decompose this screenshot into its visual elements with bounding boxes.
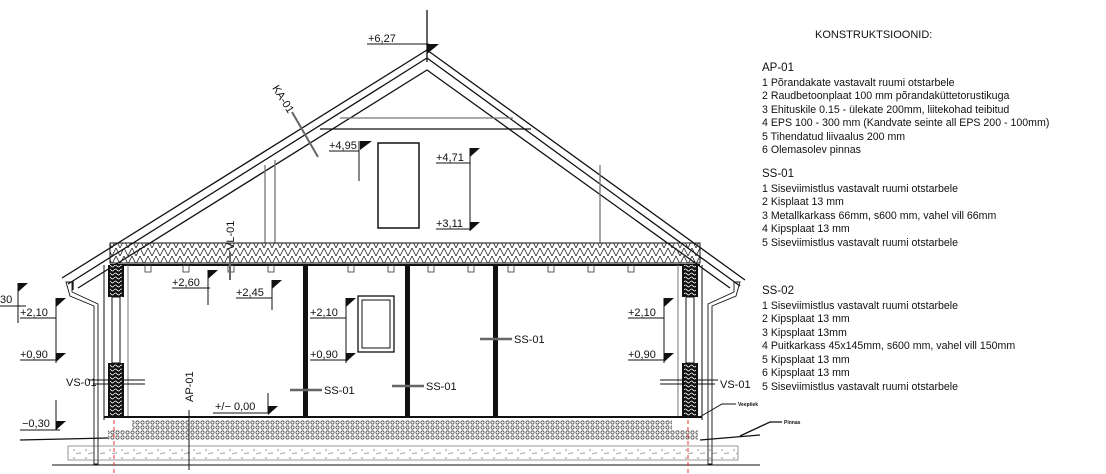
tag-roof: KA-01 [269,83,295,115]
legend-item: 5 Tihendatud liivaalus 200 mm [762,130,906,143]
gable-window [377,142,420,229]
legend-item: 2 Raudbetoonplaat 100 mm põrandaküttetor… [762,90,1010,102]
level-window-bottom-left: +0,90 [20,349,48,361]
tag-ext-wall-right: VS-01 [720,379,751,391]
tag-int-wall-3: SS-01 [514,334,545,346]
tag-leaders [88,111,782,470]
level-left-cut: 30 [0,294,12,306]
legend-item: 1 Siseviimistlus vastavalt ruumi otstarb… [762,182,959,195]
tag-ceiling: VL-01 [225,221,237,250]
legend-group-ap01: AP-01 1 Põrandakate vastavalt ruumi otst… [762,62,1049,158]
level-triangles [18,44,674,430]
tag-int-wall-1: SS-01 [324,385,355,397]
level-window-top-mid: +2,10 [310,307,338,319]
level-ceiling-left: +2,60 [172,277,200,289]
tag-drip: Veepiiek [738,402,758,408]
legend-item: 1 Põrandakate vastavalt ruumi otstarbele [762,76,955,89]
legend-item: 3 Metallkarkass 66mm, s600 mm, vahel vil… [762,209,997,222]
ceiling-insulation [109,242,701,264]
tag-ground: Pinnas [784,420,801,426]
roof [61,10,746,290]
level-gable-window-top: +4,71 [436,152,464,164]
legend-item: 3 Ehituskile 0.15 - ülekate 200mm, liite… [762,103,1010,116]
exterior-wall-left [65,265,129,465]
legend-item: 6 Olemasolev pinnas [762,144,861,156]
level-labels: +6,27 +4,95 +4,71 +3,11 +2,60 +2,45 30 +… [0,33,656,430]
level-window-top-left: +2,10 [20,307,48,319]
level-ridge: +6,27 [368,33,396,45]
legend-item: 2 Kipsplaat 13 mm [762,313,850,325]
floor-structure [19,416,761,474]
level-ground: −0,30 [22,418,50,430]
legend-item: 5 Siseviimistlus vastavalt ruumi otstarb… [762,236,959,249]
legend-item: 3 Kipsplaat 13mm [762,326,847,339]
legend-item: 4 Puitkarkass 45x145mm, s600 mm, vahel v… [762,340,1016,352]
legend-code: SS-02 [762,285,794,297]
legend-title: KONSTRUKTSIOONID: [815,29,933,41]
level-window-bottom-right: +0,90 [628,349,656,361]
tag-ext-wall-left: VS-01 [66,377,97,389]
legend-item: 5 Kipsplaat 13 mm [762,353,850,366]
interior-window [357,295,395,353]
level-attic-floor: +4,95 [329,140,357,152]
interior-walls [303,265,498,417]
level-markers [0,43,665,431]
level-window-bottom-mid: +0,90 [310,349,338,361]
legend-group-ss01: SS-01 1 Siseviimistlus vastavalt ruumi o… [762,168,996,250]
legend-item: 4 EPS 100 - 300 mm (Kandvate seinte all … [762,117,1050,129]
legend-item: 5 Siseviimistlus vastavalt ruumi otstarb… [762,380,959,393]
legend-group-ss02: SS-02 1 Siseviimistlus vastavalt ruumi o… [762,285,1015,394]
tag-int-wall-2: SS-01 [426,381,457,393]
exterior-wall-right [677,265,741,465]
legend-code: AP-01 [762,62,794,74]
level-window-top-right: +2,10 [628,307,656,319]
tag-floor: AP-01 [184,371,196,402]
legend-item: 1 Siseviimistlus vastavalt ruumi otstarb… [762,299,959,312]
level-ceiling-inner: +2,45 [236,287,264,299]
legend-code: SS-01 [762,168,794,180]
legend-item: 4 Kipsplaat 13 mm [762,223,850,235]
ceiling-joists [144,264,635,273]
legend-item: 6 Kipsplaat 13 mm [762,367,850,379]
level-gable-window-bottom: +3,11 [436,218,463,230]
legend-item: 2 Kisplaat 13 mm [762,196,844,208]
level-floor: +/− 0,00 [215,401,255,413]
